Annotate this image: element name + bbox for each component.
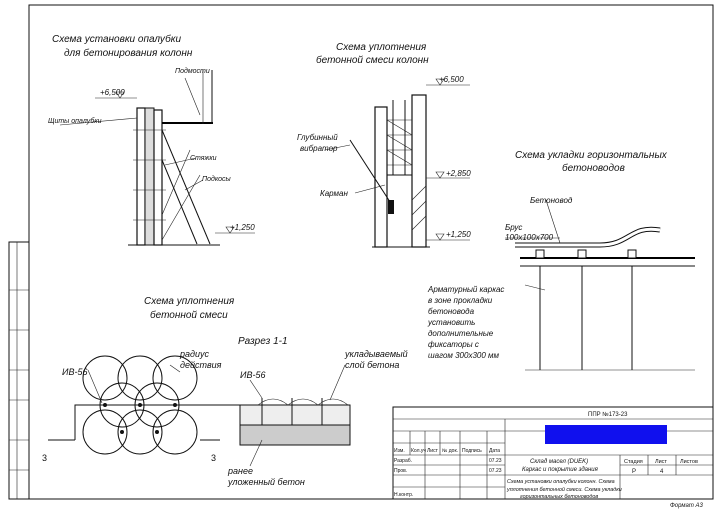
title-block xyxy=(392,406,714,500)
title-compaction-1: Схема уплотнения xyxy=(144,296,235,307)
label-styazhki: Стяжки xyxy=(190,155,217,162)
title-horizontal-1: Схема укладки горизонтальных xyxy=(515,150,668,161)
label-shchity: Щиты опалубки xyxy=(48,117,102,125)
sheet-title-2: уплотнения бетонной смеси. Схема укладки xyxy=(506,486,622,493)
level-1250-b: +1,250 xyxy=(446,230,471,239)
title-compaction-col-1: Схема уплотнения xyxy=(336,42,427,53)
object-line-1: Склад масел (DUEK) xyxy=(530,459,588,465)
left-stamp xyxy=(8,241,30,500)
header-kol: Кол.уч xyxy=(411,448,426,454)
label-iv56-a: ИВ-56 xyxy=(62,367,87,377)
label-radius-2: действия xyxy=(180,360,222,370)
role-nkontr: Н.контр. xyxy=(394,492,413,498)
title-horizontal-2: бетоноводов xyxy=(562,162,625,174)
sheet-header: Лист xyxy=(655,459,667,465)
label-betonovod: Бетоновод xyxy=(530,196,573,205)
label-radius-1: радиус xyxy=(179,349,209,359)
label-karman: Карман xyxy=(320,189,348,198)
role-razrab: Разраб. xyxy=(394,458,412,464)
note-line-5: дополнительные xyxy=(428,329,494,338)
label-glubinny-1: Глубинный xyxy=(297,133,338,142)
sheets-header: Листов xyxy=(680,459,698,465)
date-2: 07.23 xyxy=(489,468,502,474)
header-podpis: Подпись xyxy=(462,448,482,454)
label-sloy-1: укладываемый xyxy=(344,349,408,359)
label-podkosy: Подкосы xyxy=(202,175,232,183)
title-section: Разрез 1-1 xyxy=(238,336,288,347)
formwork-column-drawing xyxy=(59,70,255,246)
vibration-radius-drawing xyxy=(48,355,250,455)
title-formwork-2: для бетонирования колонн xyxy=(64,47,193,59)
stage-header: Стадия xyxy=(624,459,643,465)
note-line-2: в зоне прокладки xyxy=(428,296,493,305)
level-1250-a: +1,250 xyxy=(230,223,255,232)
note-line-1: Арматурный каркас xyxy=(427,285,504,294)
title-compaction-col-2: бетонной смеси колонн xyxy=(316,54,429,66)
title-block-accent-bar xyxy=(545,425,667,444)
header-list: Лист xyxy=(427,448,439,454)
label-ranee-1: ранее xyxy=(227,466,253,476)
header-izm: Изм. xyxy=(394,448,405,454)
stage-value: Р xyxy=(632,469,636,475)
compaction-column-drawing xyxy=(324,78,470,248)
level-6500-b: +6,500 xyxy=(439,75,464,84)
date-1: 07.23 xyxy=(489,458,502,464)
level-2850: +2,850 xyxy=(446,169,471,178)
section-layers-drawing xyxy=(239,364,351,467)
horizontal-pipe-drawing xyxy=(505,199,695,371)
header-ndok: № док. xyxy=(442,448,458,454)
level-6500-a: +6,500 xyxy=(100,88,125,97)
format-label: Формат А3 xyxy=(670,503,703,509)
label-brus-2: 100х100х700 xyxy=(505,233,554,242)
title-compaction-2: бетонной смеси xyxy=(150,309,228,321)
sheet-value: 4 xyxy=(660,469,664,475)
object-line-2: Каркас и покрытие здания xyxy=(522,467,599,473)
section-mark-b: 3 xyxy=(211,453,216,463)
role-prov: Пров. xyxy=(394,468,407,474)
note-line-4: установить xyxy=(427,318,475,327)
note-line-7: шагом 300х300 мм xyxy=(428,351,500,360)
label-sloy-2: слой бетона xyxy=(345,360,399,370)
note-line-3: бетоновода xyxy=(428,307,475,316)
sheet-title-3: горизонтальных бетоноводов xyxy=(520,494,598,500)
label-podmosti: Подмости xyxy=(175,67,210,75)
title-formwork-1: Схема установки опалубки xyxy=(52,33,181,45)
note-line-6: фиксаторы с xyxy=(428,340,479,349)
doc-code: ППР №173-23 xyxy=(588,411,628,418)
section-mark-a: 3 xyxy=(42,453,47,463)
header-data: Дата xyxy=(489,448,500,454)
label-ranee-2: уложенный бетон xyxy=(227,477,305,487)
label-iv56-b: ИВ-56 xyxy=(240,370,265,380)
sheet-title-1: Схема установки опалубки колонн. Схема xyxy=(507,479,615,485)
label-brus-1: Брус xyxy=(505,223,522,232)
label-glubinny-2: вибратор xyxy=(300,144,338,153)
